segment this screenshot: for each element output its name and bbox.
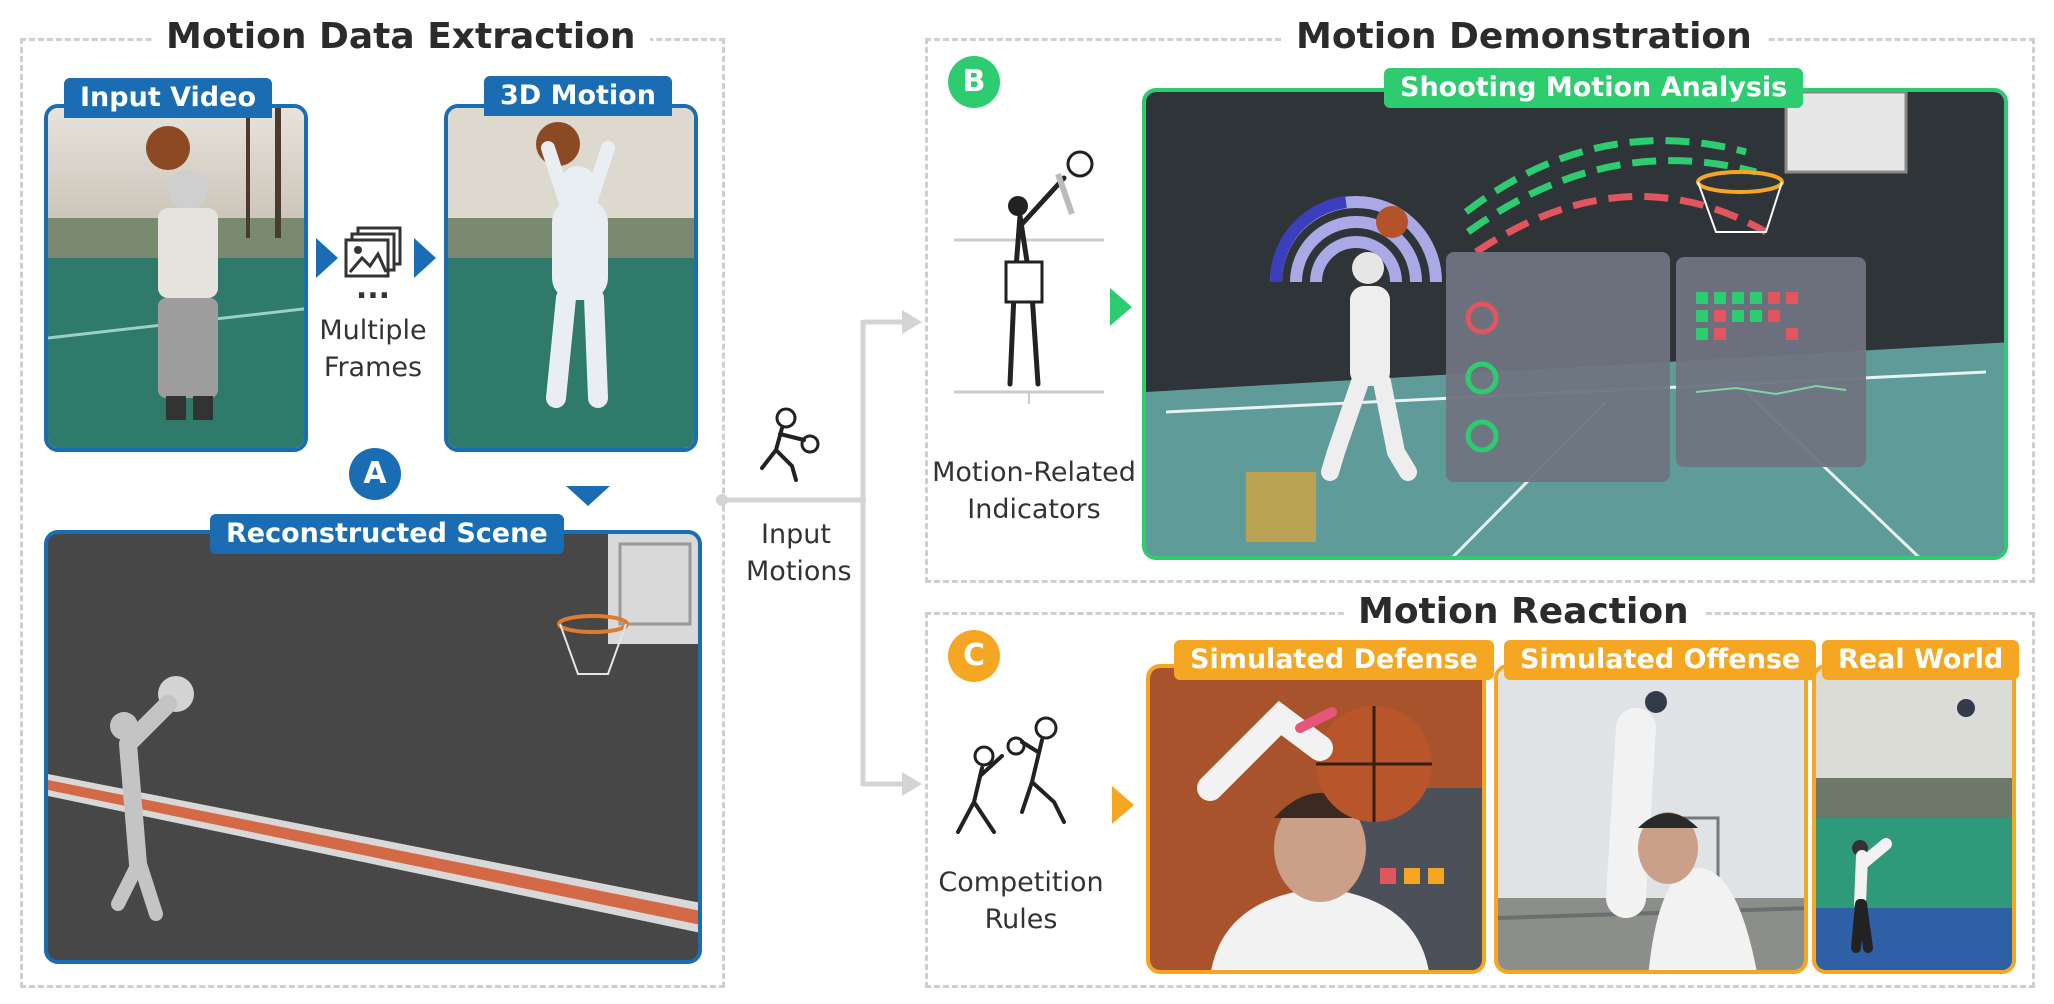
- input-motions-connector: [716, 310, 922, 796]
- arrow-to-3d: [414, 238, 436, 278]
- arrow-to-reaction: [1112, 786, 1134, 824]
- real-world-tag: Real World: [1822, 640, 2020, 680]
- competition-players-icon: [956, 716, 1066, 834]
- real-world-panel: [1812, 664, 2016, 974]
- frames-caption: Multiple Frames: [310, 312, 436, 386]
- label-c: C: [948, 630, 1000, 682]
- shooting-analysis-panel: [1142, 88, 2008, 560]
- simulated-defense-tag: Simulated Defense: [1174, 640, 1494, 680]
- real-world-image: [1816, 668, 2012, 970]
- frames-caption-line2: Frames: [323, 352, 423, 383]
- rules-line1: Competition: [938, 867, 1104, 898]
- arrow-down-to-scene: [566, 486, 610, 506]
- motion-3d-tag: 3D Motion: [484, 76, 672, 116]
- frames-caption-line1: Multiple: [319, 315, 427, 346]
- simulated-offense-image: [1498, 668, 1804, 970]
- demonstration-section-title: Motion Demonstration: [1282, 16, 1766, 58]
- motion-3d-image: [448, 108, 694, 448]
- motion-3d-panel: [444, 104, 698, 452]
- image-frames-icon: [344, 226, 402, 278]
- extraction-section-title: Motion Data Extraction: [152, 16, 650, 58]
- input-video-image: [48, 108, 304, 448]
- indicators-line2: Indicators: [967, 494, 1101, 525]
- simulated-defense-image: [1150, 668, 1482, 970]
- arrow-to-analysis: [1110, 288, 1132, 326]
- shooting-player-illustration: [954, 150, 1104, 404]
- simulated-defense-panel: [1146, 664, 1486, 974]
- reaction-section-title: Motion Reaction: [1344, 591, 1703, 633]
- shooting-analysis-scene: [1146, 92, 2004, 556]
- reconstructed-scene-tag: Reconstructed Scene: [210, 514, 564, 554]
- input-motions-line2: Motions: [746, 556, 852, 587]
- label-b: B: [948, 56, 1000, 108]
- input-motions-caption: Input Motions: [746, 516, 852, 590]
- simulated-offense-panel: [1494, 664, 1808, 974]
- indicators-line1: Motion-Related: [932, 457, 1136, 488]
- frames-ellipsis: ...: [355, 271, 391, 306]
- rules-caption: Competition Rules: [930, 864, 1112, 938]
- input-video-panel: [44, 104, 308, 452]
- rules-line2: Rules: [984, 904, 1058, 935]
- reconstructed-scene-panel: [44, 530, 702, 964]
- input-motions-line1: Input: [761, 519, 831, 550]
- simulated-offense-tag: Simulated Offense: [1504, 640, 1817, 680]
- label-a: A: [349, 448, 401, 500]
- indicators-caption: Motion-Related Indicators: [926, 454, 1142, 528]
- reconstructed-scene-image: [48, 534, 698, 960]
- input-video-tag: Input Video: [64, 78, 272, 118]
- shooting-analysis-tag: Shooting Motion Analysis: [1384, 68, 1804, 108]
- arrow-to-frames: [316, 238, 338, 278]
- basketball-player-icon: [760, 407, 820, 482]
